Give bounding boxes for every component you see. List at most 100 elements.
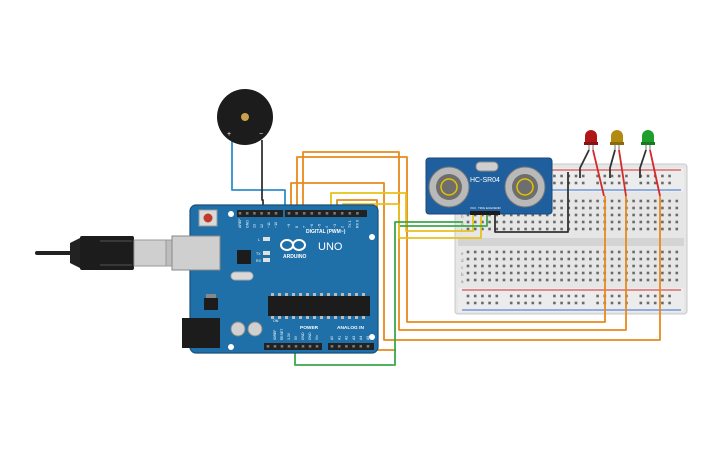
breadboard-hole[interactable] bbox=[581, 257, 585, 261]
wire-black-buzzer[interactable] bbox=[261, 140, 264, 213]
breadboard-hole[interactable] bbox=[675, 199, 679, 203]
header-pin[interactable] bbox=[356, 212, 359, 215]
rail-hole[interactable] bbox=[466, 301, 470, 305]
breadboard-hole[interactable] bbox=[589, 220, 592, 224]
breadboard-hole[interactable] bbox=[675, 227, 679, 231]
header-pin[interactable] bbox=[302, 212, 306, 215]
breadboard-hole[interactable] bbox=[538, 250, 542, 254]
breadboard-hole[interactable] bbox=[581, 264, 585, 268]
breadboard-hole[interactable] bbox=[502, 257, 506, 261]
breadboard-hole[interactable] bbox=[502, 213, 506, 217]
rail-hole[interactable] bbox=[466, 294, 470, 298]
rail-hole[interactable] bbox=[653, 181, 657, 185]
header-pin[interactable] bbox=[245, 212, 249, 215]
breadboard-hole[interactable] bbox=[610, 227, 614, 231]
breadboard-hole[interactable] bbox=[524, 213, 527, 217]
breadboard-hole[interactable] bbox=[639, 206, 643, 210]
breadboard-hole[interactable] bbox=[495, 278, 499, 282]
breadboard-hole[interactable] bbox=[653, 271, 657, 275]
breadboard-hole[interactable] bbox=[517, 250, 520, 254]
breadboard-hole[interactable] bbox=[553, 199, 556, 203]
breadboard-hole[interactable] bbox=[495, 264, 499, 268]
breadboard-hole[interactable] bbox=[581, 199, 585, 203]
breadboard-hole[interactable] bbox=[632, 227, 635, 231]
rail-hole[interactable] bbox=[553, 301, 556, 305]
header-pin[interactable] bbox=[359, 345, 363, 348]
breadboard-hole[interactable] bbox=[473, 220, 477, 224]
rail-hole[interactable] bbox=[531, 294, 535, 298]
breadboard-hole[interactable] bbox=[596, 278, 599, 282]
breadboard-hole[interactable] bbox=[509, 213, 513, 217]
breadboard-hole[interactable] bbox=[509, 227, 513, 231]
breadboard-hole[interactable] bbox=[509, 264, 513, 268]
breadboard-hole[interactable] bbox=[466, 271, 470, 275]
breadboard-hole[interactable] bbox=[581, 220, 585, 224]
breadboard-hole[interactable] bbox=[524, 278, 527, 282]
breadboard-hole[interactable] bbox=[567, 271, 571, 275]
breadboard-hole[interactable] bbox=[589, 199, 592, 203]
breadboard-hole[interactable] bbox=[675, 257, 679, 261]
rail-hole[interactable] bbox=[625, 181, 628, 185]
breadboard-hole[interactable] bbox=[632, 271, 635, 275]
breadboard-hole[interactable] bbox=[581, 213, 585, 217]
breadboard-hole[interactable] bbox=[531, 213, 535, 217]
breadboard-hole[interactable] bbox=[560, 264, 563, 268]
breadboard-hole[interactable] bbox=[610, 206, 614, 210]
breadboard-hole[interactable] bbox=[589, 227, 592, 231]
rail-hole[interactable] bbox=[567, 301, 571, 305]
rail-hole[interactable] bbox=[509, 301, 513, 305]
breadboard-hole[interactable] bbox=[574, 220, 578, 224]
header-pin[interactable] bbox=[253, 212, 256, 215]
breadboard-hole[interactable] bbox=[466, 250, 470, 254]
breadboard-hole[interactable] bbox=[646, 257, 650, 261]
breadboard-hole[interactable] bbox=[610, 250, 614, 254]
breadboard-hole[interactable] bbox=[488, 257, 491, 261]
wire-orange-4[interactable] bbox=[336, 199, 396, 351]
breadboard-hole[interactable] bbox=[466, 227, 470, 231]
rail-hole[interactable] bbox=[581, 174, 585, 178]
breadboard-hole[interactable] bbox=[617, 271, 621, 275]
breadboard-hole[interactable] bbox=[473, 250, 477, 254]
breadboard-hole[interactable] bbox=[545, 271, 549, 275]
breadboard-hole[interactable] bbox=[668, 250, 671, 254]
breadboard-hole[interactable] bbox=[545, 227, 549, 231]
breadboard-hole[interactable] bbox=[653, 206, 657, 210]
breadboard-hole[interactable] bbox=[675, 250, 679, 254]
breadboard-hole[interactable] bbox=[488, 250, 491, 254]
breadboard-hole[interactable] bbox=[617, 220, 621, 224]
rail-hole[interactable] bbox=[639, 301, 643, 305]
rail-hole[interactable] bbox=[661, 301, 664, 305]
breadboard-hole[interactable] bbox=[675, 213, 679, 217]
breadboard-hole[interactable] bbox=[581, 271, 585, 275]
rail-hole[interactable] bbox=[617, 174, 621, 178]
rail-hole[interactable] bbox=[661, 181, 664, 185]
breadboard-hole[interactable] bbox=[596, 213, 599, 217]
breadboard-hole[interactable] bbox=[646, 250, 650, 254]
breadboard-hole[interactable] bbox=[639, 278, 643, 282]
breadboard-hole[interactable] bbox=[632, 250, 635, 254]
breadboard-hole[interactable] bbox=[661, 278, 664, 282]
breadboard-hole[interactable] bbox=[560, 271, 563, 275]
breadboard-hole[interactable] bbox=[481, 271, 484, 275]
breadboard-hole[interactable] bbox=[617, 213, 621, 217]
breadboard-hole[interactable] bbox=[646, 271, 650, 275]
breadboard-hole[interactable] bbox=[632, 213, 635, 217]
wire-black-sensor-gnd[interactable] bbox=[494, 172, 569, 233]
header-pin[interactable] bbox=[366, 345, 370, 348]
rail-hole[interactable] bbox=[653, 294, 657, 298]
breadboard-hole[interactable] bbox=[553, 227, 556, 231]
rail-hole[interactable] bbox=[553, 181, 556, 185]
breadboard-hole[interactable] bbox=[567, 278, 571, 282]
breadboard-hole[interactable] bbox=[675, 271, 679, 275]
breadboard-hole[interactable] bbox=[617, 250, 621, 254]
rail-hole[interactable] bbox=[646, 181, 650, 185]
rail-hole[interactable] bbox=[560, 174, 563, 178]
breadboard-hole[interactable] bbox=[661, 213, 664, 217]
breadboard-hole[interactable] bbox=[617, 278, 621, 282]
breadboard-hole[interactable] bbox=[538, 257, 542, 261]
breadboard-hole[interactable] bbox=[574, 227, 578, 231]
rail-hole[interactable] bbox=[531, 301, 535, 305]
breadboard-hole[interactable] bbox=[639, 227, 643, 231]
breadboard-hole[interactable] bbox=[661, 250, 664, 254]
breadboard-hole[interactable] bbox=[610, 220, 614, 224]
